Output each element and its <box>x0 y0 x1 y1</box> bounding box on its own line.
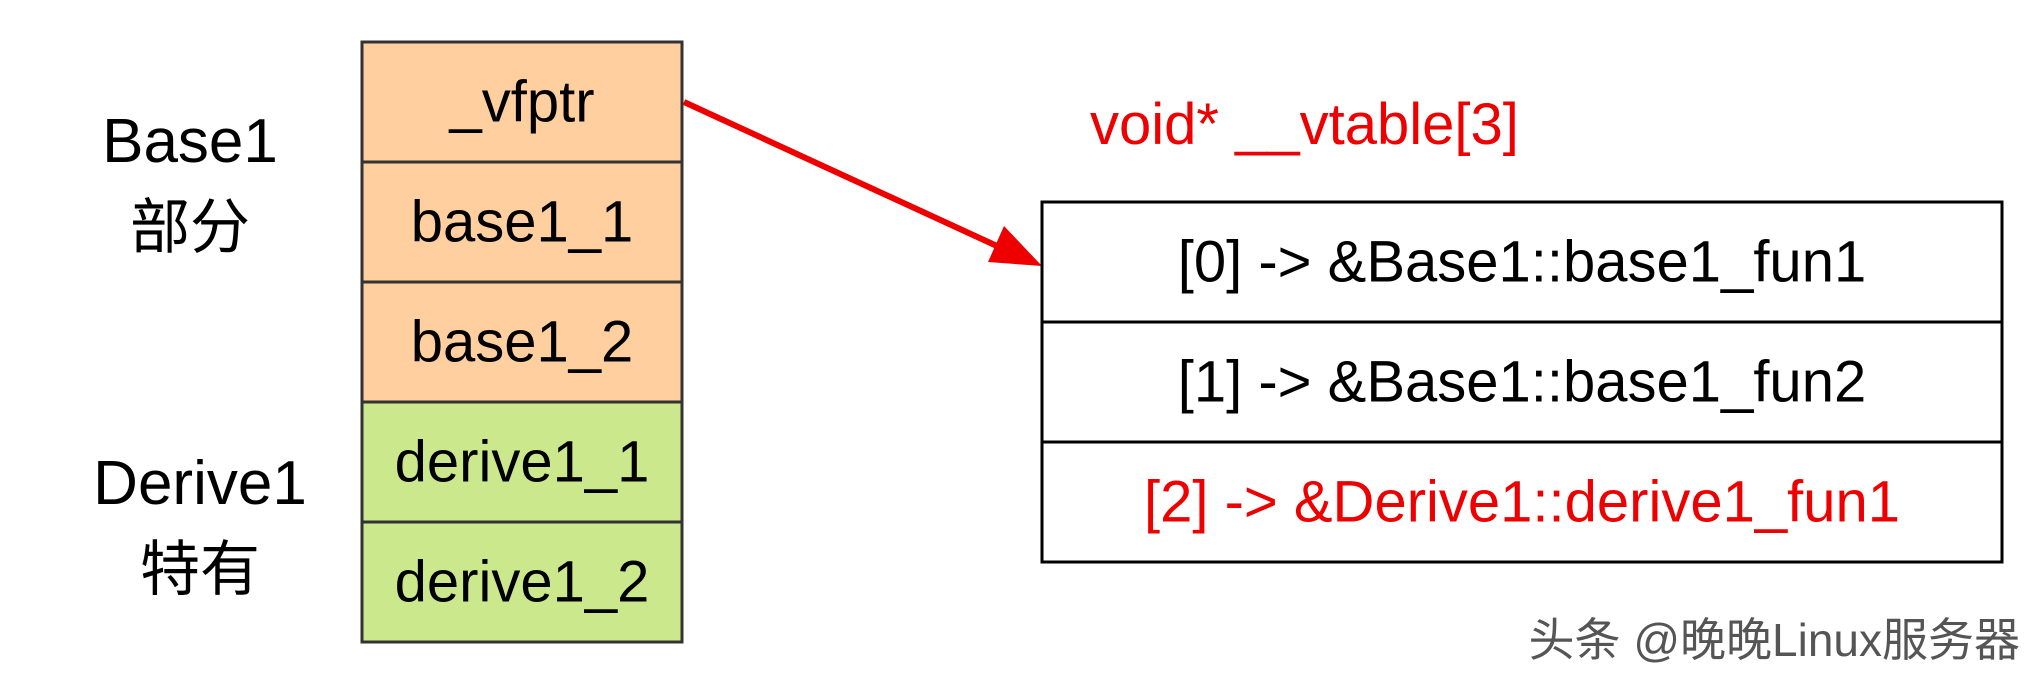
cell-derive1-1-box <box>360 400 684 524</box>
cell-base1-2-label: base1_2 <box>411 310 634 375</box>
cell-vfptr: _vfptr <box>360 40 684 164</box>
cell-vfptr-label: _vfptr <box>448 70 594 135</box>
vtable-table: [0] -> &Base1::base1_fun1 [1] -> &Base1:… <box>1040 200 2004 564</box>
vtable-entry-1-text: [1] -> &Base1::base1_fun2 <box>1178 350 1866 415</box>
vtable-entry-2-box <box>1040 440 2004 564</box>
cell-base1-2: base1_2 <box>360 280 684 404</box>
cell-derive1-2-label: derive1_2 <box>395 550 650 615</box>
base1-label-line1: Base1 <box>102 107 278 176</box>
watermark-text: 头条 @晚晚Linux服务器 <box>1529 614 2020 666</box>
vtable-entry: [1] -> &Base1::base1_fun2 <box>1040 320 2004 444</box>
vtable-entry: [0] -> &Base1::base1_fun1 <box>1040 200 2004 324</box>
cell-derive1-2-box <box>360 520 684 644</box>
arrow-line <box>682 99 1012 255</box>
cell-base1-1-label: base1_1 <box>411 190 634 255</box>
cell-base1-1: base1_1 <box>360 160 684 284</box>
cell-derive1-2: derive1_2 <box>360 520 684 644</box>
object-layout-table: _vfptr base1_1 base1_2 derive1_1 derive1… <box>360 40 684 644</box>
derive1-group-label: Derive1 特有 <box>93 449 307 603</box>
cell-vfptr-box <box>360 40 684 164</box>
cell-derive1-1-label: derive1_1 <box>395 430 650 495</box>
derive1-label-line1: Derive1 <box>93 449 307 518</box>
vtable-entry-0-box <box>1040 200 2004 324</box>
cell-base1-2-box <box>360 280 684 404</box>
cell-derive1-1: derive1_1 <box>360 400 684 524</box>
derive1-label-line2: 特有 <box>140 536 260 603</box>
vfptr-arrow <box>682 99 1042 266</box>
cell-base1-1-box <box>360 160 684 284</box>
base1-label-line2: 部分 <box>130 194 250 261</box>
base1-group-label: Base1 部分 <box>102 107 278 261</box>
vtable-entry: [2] -> &Derive1::derive1_fun1 <box>1040 440 2004 564</box>
vtable-entry-0-text: [0] -> &Base1::base1_fun1 <box>1178 230 1866 295</box>
vtable-title: void* __vtable[3] <box>1090 92 1519 157</box>
vtable-entry-2-text: [2] -> &Derive1::derive1_fun1 <box>1144 470 1900 535</box>
arrow-head <box>988 226 1042 266</box>
